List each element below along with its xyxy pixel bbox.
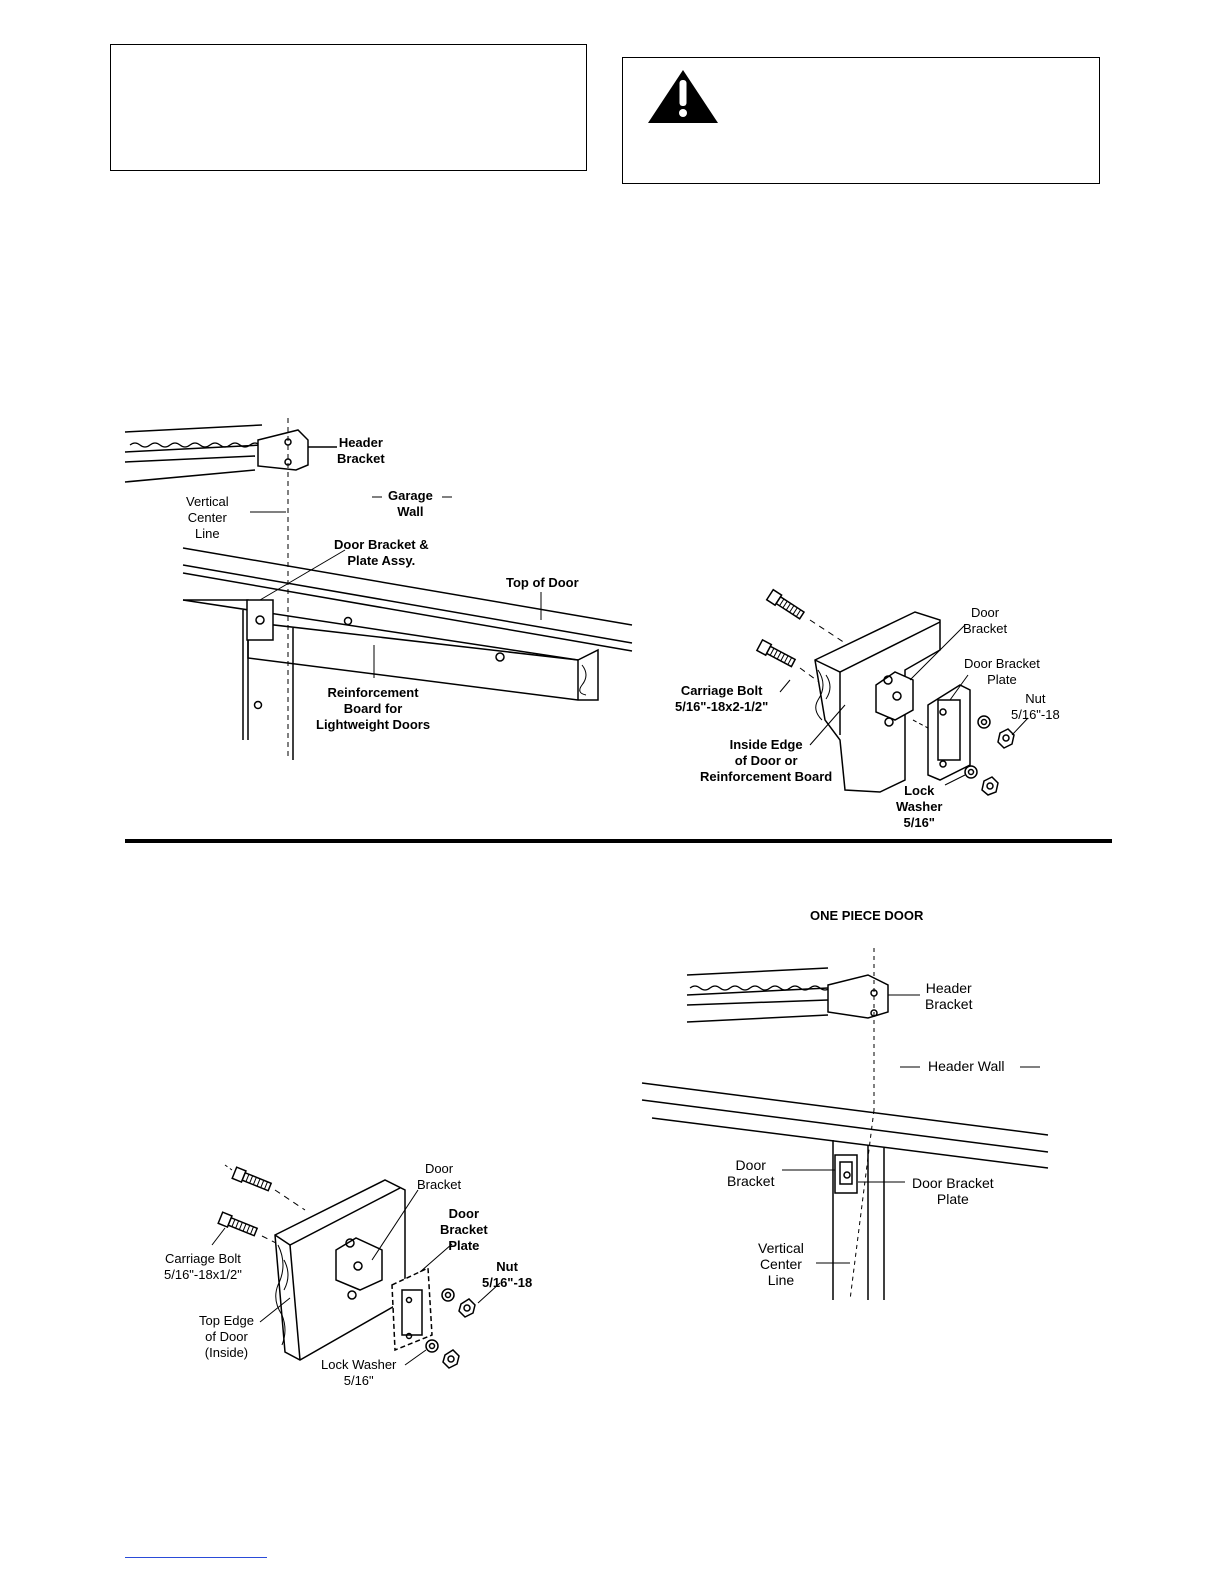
label-lock-washer: Lock Washer 5/16" bbox=[321, 1357, 397, 1388]
label-lock-washer: Lock Washer 5/16" bbox=[896, 783, 943, 830]
label-carriage-bolt: Carriage Bolt 5/16"-18x1/2" bbox=[164, 1251, 242, 1282]
label-header-bracket: Header Bracket bbox=[337, 435, 385, 466]
label-door-bracket-plate-assy: Door Bracket & Plate Assy. bbox=[334, 537, 429, 568]
label-nut: Nut 5/16"-18 bbox=[1011, 691, 1060, 722]
label-door-bracket: Door Bracket bbox=[963, 605, 1008, 636]
label-header-bracket: Header Bracket bbox=[925, 980, 973, 1012]
label-header-wall: Header Wall bbox=[928, 1058, 1005, 1074]
label-garage-wall: Garage Wall bbox=[388, 488, 433, 519]
label-door-bracket-plate: Door Bracket Plate bbox=[440, 1206, 488, 1253]
label-inside-edge: Inside Edge of Door or Reinforcement Boa… bbox=[700, 737, 833, 784]
label-door-bracket: Door Bracket bbox=[417, 1161, 462, 1192]
label-carriage-bolt: Carriage Bolt 5/16"-18x2-1/2" bbox=[675, 683, 769, 714]
footer-link-underline bbox=[125, 1557, 267, 1558]
label-vertical-center-line: Vertical Center Line bbox=[758, 1240, 804, 1288]
label-nut: Nut 5/16"-18 bbox=[482, 1259, 533, 1290]
label-top-of-door: Top of Door bbox=[506, 575, 579, 590]
label-reinforcement-board: Reinforcement Board for Lightweight Door… bbox=[316, 685, 431, 732]
section-divider bbox=[125, 839, 1112, 843]
label-top-edge: Top Edge of Door (Inside) bbox=[199, 1313, 254, 1360]
label-door-bracket-plate: Door Bracket Plate bbox=[964, 656, 1040, 687]
figure-title: ONE PIECE DOOR bbox=[810, 908, 924, 923]
label-door-bracket-plate: Door Bracket Plate bbox=[912, 1175, 994, 1207]
label-vertical-center-line: Vertical Center Line bbox=[186, 494, 229, 541]
notice-box bbox=[110, 44, 587, 171]
label-door-bracket: Door Bracket bbox=[727, 1157, 775, 1189]
